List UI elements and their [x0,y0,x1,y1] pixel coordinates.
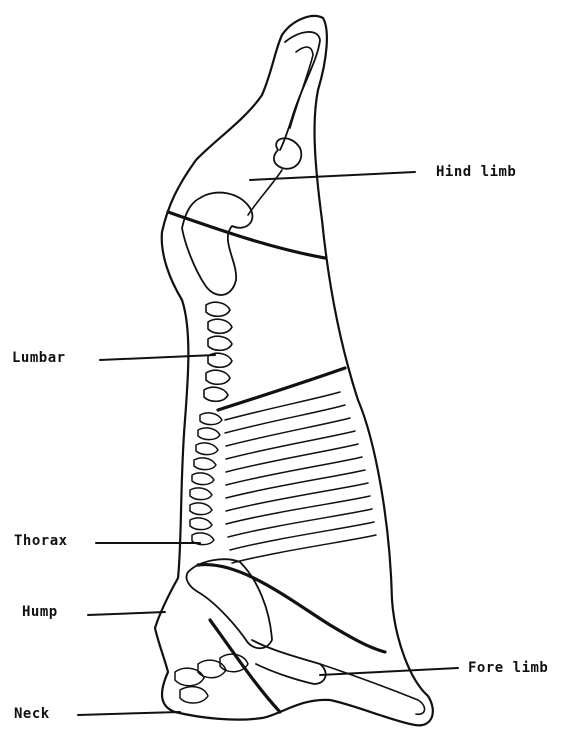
leader-lumbar [100,355,215,360]
lumbar-label: Lumbar [12,350,66,366]
thoracic-vertebrae [190,413,222,545]
scapula [186,559,272,648]
hind-limb-label: Hind limb [436,164,516,180]
leader-neck [78,712,180,715]
leader-hind-limb [250,172,415,180]
lumbar-thorax-cut [218,368,345,410]
ribs [225,392,376,563]
hind-tibia [248,170,282,215]
carcass-outline [155,16,433,725]
neck-label: Neck [14,706,50,722]
hind-knee [274,138,301,168]
thorax-label: Thorax [14,533,68,549]
humerus [252,640,326,684]
fore-limb-label: Fore limb [468,660,548,676]
hind-femur-inner [290,47,313,128]
hump-label: Hump [22,604,58,620]
neck-vertebrae [175,654,248,703]
hind-pelvis [182,193,252,295]
thorax-forelimb-cut [198,565,385,652]
hind-limb-cut [168,212,325,258]
leader-hump [88,612,165,615]
lumbar-vertebrae [204,302,232,401]
